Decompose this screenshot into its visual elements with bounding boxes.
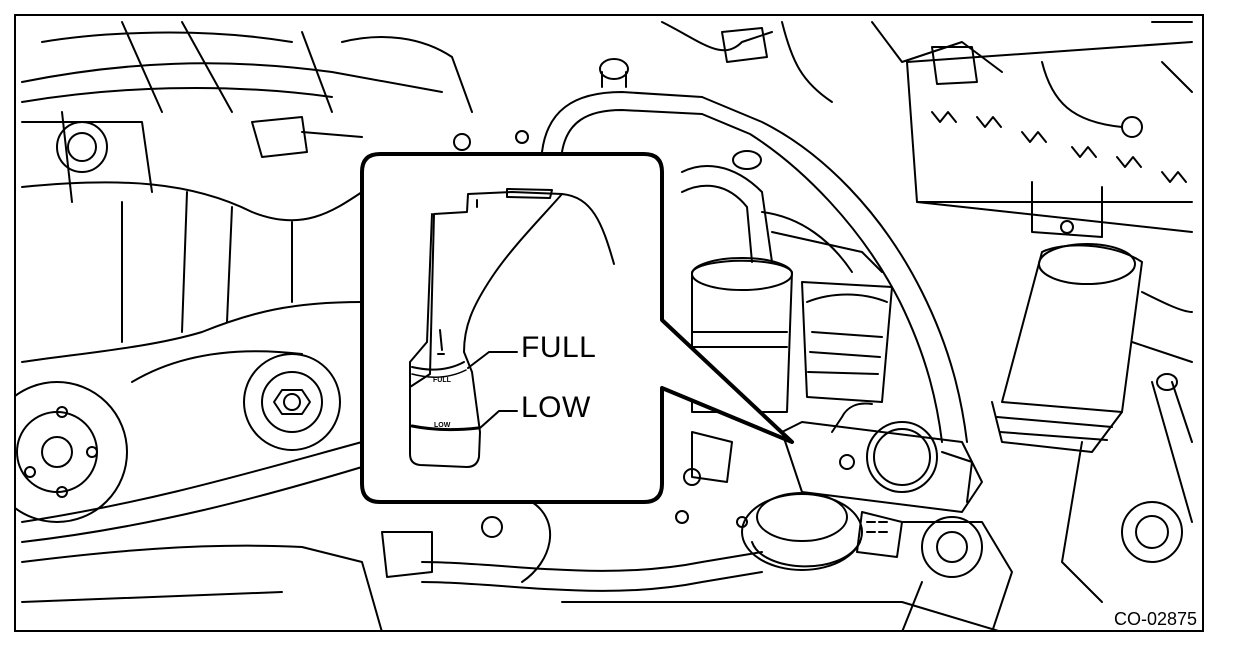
coolant-reservoir-tank <box>409 188 615 468</box>
tank-low-mark: LOW <box>434 422 451 429</box>
engine-bay-illustration <box>16 21 1193 630</box>
engine-bay-background <box>16 21 1193 630</box>
low-level-label: LOW <box>521 391 591 424</box>
tank-full-mark: FULL <box>433 377 451 384</box>
figure-code: CO-02875 <box>1114 609 1198 629</box>
full-level-label: FULL <box>521 331 597 364</box>
diagram-frame: FULL LOW FULL LOW CO-02875 <box>14 14 1204 632</box>
callout-box <box>360 152 794 504</box>
